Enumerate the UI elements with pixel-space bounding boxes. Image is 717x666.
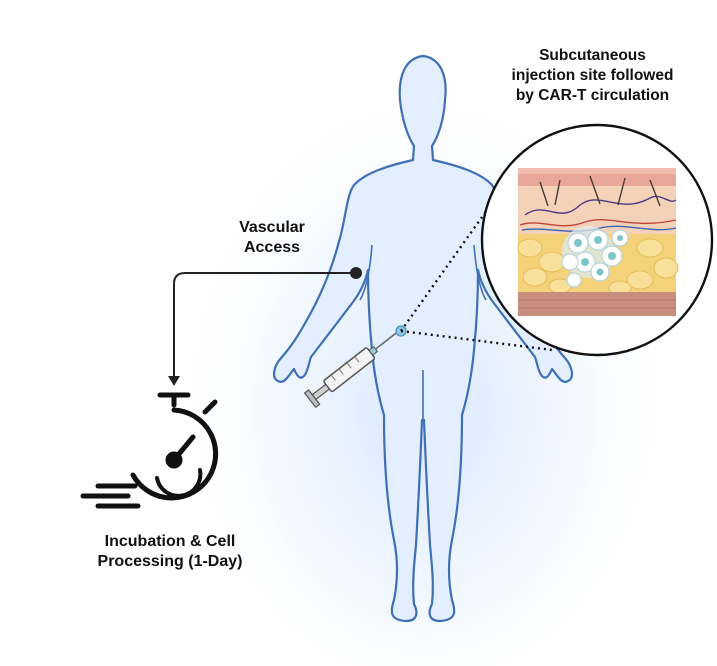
subcutaneous-label: Subcutaneous injection site followed by …: [470, 46, 715, 106]
vascular-access-label: Vascular Access: [212, 218, 332, 258]
subcutaneous-line-2: injection site followed: [511, 67, 674, 84]
incubation-line-2: Processing (1-Day): [97, 553, 243, 570]
subcutaneous-line-1: Subcutaneous: [539, 47, 646, 64]
left-arm-line: [359, 244, 373, 301]
vascular-access-line-1: Vascular: [239, 219, 305, 236]
vascular-access-line-2: Access: [243, 239, 301, 256]
human-body: [272, 54, 574, 623]
right-arm-line: [473, 244, 487, 301]
stopwatch-icon: [80, 392, 219, 509]
incubation-line-1: Incubation & Cell: [104, 533, 236, 550]
subcutaneous-line-3: by CAR-T circulation: [515, 87, 670, 104]
vascular-access-dot: [350, 267, 362, 279]
incubation-label: Incubation & Cell Processing (1-Day): [60, 532, 280, 572]
zoom-line-bottom: [400, 329, 553, 352]
vascular-connector: [173, 272, 356, 378]
syringe-icon: [303, 329, 401, 409]
car-t-cells: [561, 226, 629, 288]
arrow-head: [168, 376, 180, 386]
skin-cross-section-icon: [480, 123, 714, 357]
zoom-line-top: [400, 195, 498, 332]
